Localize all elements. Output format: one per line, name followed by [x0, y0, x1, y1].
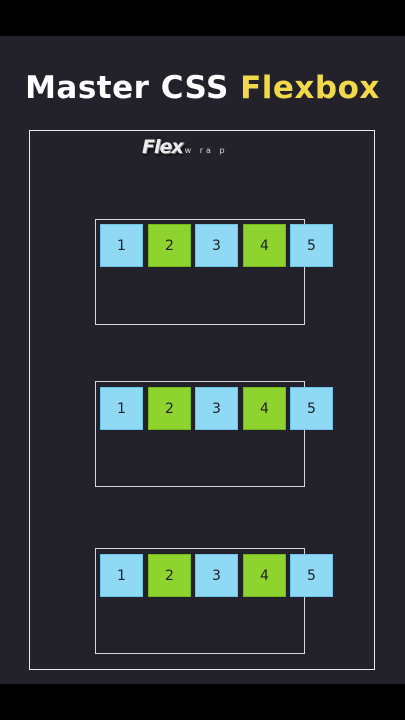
- caption-flex: Flex: [142, 136, 184, 158]
- flex-item: 3: [195, 224, 238, 267]
- flex-item: 4: [243, 554, 286, 597]
- flex-item: 3: [195, 554, 238, 597]
- flex-item: 2: [148, 387, 191, 430]
- flex-item: 4: [243, 387, 286, 430]
- flex-item: 2: [148, 554, 191, 597]
- flex-container-1: [95, 219, 305, 325]
- flex-item: 2: [148, 224, 191, 267]
- title-accent: Flexbox: [240, 70, 380, 106]
- flex-item: 3: [195, 387, 238, 430]
- flex-item: 1: [100, 224, 143, 267]
- flex-item: 5: [290, 224, 333, 267]
- flex-wrap-caption: Flex w ra p: [142, 136, 228, 162]
- flex-item: 5: [290, 554, 333, 597]
- top-letterbox-bar: [0, 0, 405, 36]
- flex-item: 5: [290, 387, 333, 430]
- title-prefix: Master CSS: [25, 70, 229, 106]
- flex-item: 1: [100, 554, 143, 597]
- flex-container-2: [95, 381, 305, 487]
- bottom-letterbox-bar: [0, 684, 405, 720]
- caption-wrap: w ra p: [184, 146, 228, 155]
- flex-item: 1: [100, 387, 143, 430]
- demo-frame: [29, 130, 375, 670]
- page-title: Master CSS Flexbox: [0, 70, 405, 106]
- flex-container-3: [95, 548, 305, 654]
- flex-item: 4: [243, 224, 286, 267]
